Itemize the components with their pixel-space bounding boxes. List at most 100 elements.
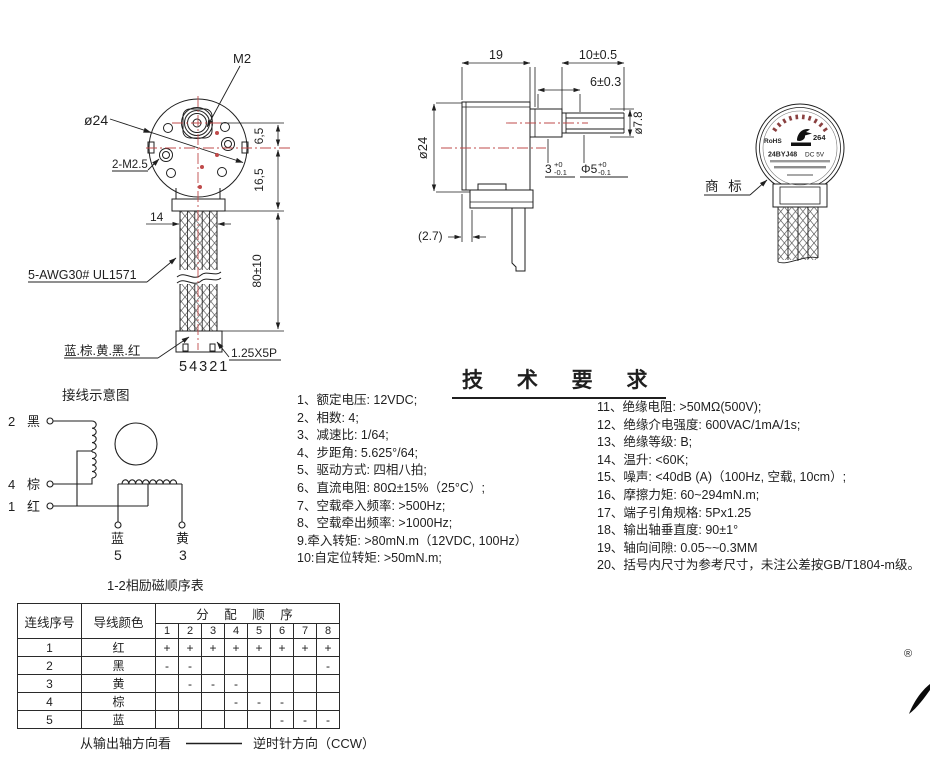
tech-item: 7、空载牵入频率: >500Hz; xyxy=(297,498,446,513)
cell xyxy=(270,656,294,675)
cell-wire-color: 棕 xyxy=(81,692,156,711)
cell: - xyxy=(270,710,294,729)
cell xyxy=(270,674,294,693)
dim-2m25: 2-M2.5 xyxy=(112,159,148,171)
cell: + xyxy=(316,638,340,657)
tech-item: 6、直流电阻: 80Ω±15%（25°C）; xyxy=(297,480,485,495)
tech-item: 8、空载牵出频率: >1000Hz; xyxy=(297,516,453,531)
cell xyxy=(293,692,317,711)
step-header: 6 xyxy=(270,623,294,639)
cell-wire-color: 红 xyxy=(81,638,156,657)
cell: + xyxy=(270,638,294,657)
step-header: 8 xyxy=(316,623,340,639)
tech-requirements-title: 技 术 要 求 xyxy=(452,364,666,399)
cell xyxy=(155,692,179,711)
cell: - xyxy=(224,674,248,693)
cell xyxy=(178,710,202,729)
cell xyxy=(247,656,271,675)
cell: - xyxy=(201,674,225,693)
tech-requirements-left: 1、额定电压: 12VDC; 2、相数: 4; 3、减速比: 1/64; 4、步… xyxy=(297,392,527,568)
dim-3-tol-dn: -0.1 xyxy=(554,168,567,177)
cell: - xyxy=(247,692,271,711)
terminal-5-color: 蓝 xyxy=(111,531,124,546)
tech-item: 14、温升: <60K; xyxy=(597,452,689,467)
cell-wire-no: 2 xyxy=(17,656,82,675)
cell xyxy=(224,710,248,729)
cell xyxy=(201,692,225,711)
cell xyxy=(316,674,340,693)
cell xyxy=(201,656,225,675)
terminal-3-color: 黄 xyxy=(176,531,189,546)
dim-m2: M2 xyxy=(233,51,251,66)
dim-d5-tol-up: +0 xyxy=(598,160,607,169)
trademark-label: 商 标 xyxy=(705,179,745,194)
cell: + xyxy=(178,638,202,657)
cell-wire-no: 1 xyxy=(17,638,82,657)
terminal-2-color: 黑 xyxy=(27,414,40,429)
table-row: 4 棕 - - - xyxy=(17,692,340,711)
terminal-4-num: 4 xyxy=(8,477,15,492)
dim-2-7: (2.7) xyxy=(418,229,443,243)
cell: + xyxy=(155,638,179,657)
step-header: 4 xyxy=(224,623,248,639)
step-header: 3 xyxy=(201,623,225,639)
tech-item: 1、额定电压: 12VDC; xyxy=(297,393,418,407)
registered-mark: ® xyxy=(904,648,912,660)
connector-label: 1.25X5P xyxy=(231,346,277,360)
dim-d24: ø24 xyxy=(84,112,108,128)
step-header: 1 xyxy=(155,623,179,639)
tech-item: 13、绝缘等级: B; xyxy=(597,435,693,450)
sticker-code: 264 xyxy=(813,133,826,142)
pin-numbers: 54321 xyxy=(179,359,229,375)
cell-wire-color: 黄 xyxy=(81,674,156,693)
dim-10: 10±0.5 xyxy=(579,48,617,62)
rohs-mark: RoHS xyxy=(764,138,782,145)
tech-item: 4、步距角: 5.625°/64; xyxy=(297,445,419,460)
excitation-sequence-table: 连线序号 导线颜色 分 配 顺 序 1 2 3 4 5 6 7 8 1 红 + … xyxy=(17,603,340,729)
cell: - xyxy=(155,656,179,675)
dim-3-base: 3 xyxy=(545,162,552,176)
cell-wire-color: 蓝 xyxy=(81,710,156,729)
tech-item: 17、端子引角规格: 5Px1.25 xyxy=(597,505,752,520)
label-sticker: 264 RoHS 24BYJ48 DC 5V xyxy=(762,110,838,186)
front-view: M2 ø24 2-M2.5 6,5 16,5 14 80±10 5-AWG30#… xyxy=(28,51,292,375)
cell xyxy=(178,692,202,711)
terminal-5-num: 5 xyxy=(114,547,122,563)
footer-note: 从输出轴方向看 逆时针方向（CCW） xyxy=(80,736,375,751)
tech-item: 18、输出轴垂直度: 90±1° xyxy=(597,523,739,538)
tech-item: 12、绝缘介电强度: 600VAC/1mA/1s; xyxy=(597,417,801,432)
cell: - xyxy=(178,656,202,675)
table-row: 1 红 + + + + + + + + xyxy=(17,638,340,657)
logo-swoosh xyxy=(909,684,930,714)
side-view: 19 10±0.5 6±0.3 ø24 ø7.8 3 +0 -0.1 Φ5 +0… xyxy=(415,48,645,272)
cell: - xyxy=(316,710,340,729)
sticker-model: 24BYJ48 xyxy=(768,152,797,159)
tech-requirements-right: 11、绝缘电阻: >50MΩ(500V); 12、绝缘介电强度: 600VAC/… xyxy=(597,399,920,575)
tech-item: 5、驱动方式: 四相八拍; xyxy=(297,463,427,478)
cell xyxy=(293,674,317,693)
dim-6: 6±0.3 xyxy=(590,75,621,89)
dim-d78: ø7.8 xyxy=(633,111,645,134)
dim-80-10: 80±10 xyxy=(250,254,264,288)
dim-14: 14 xyxy=(150,210,164,224)
wiring-diagram: 接线示意图 2 黑 4 棕 1 红 蓝 5 黄 3 1-2相励磁顺序表 xyxy=(8,387,204,593)
terminal-3-num: 3 xyxy=(179,547,187,563)
step-header: 2 xyxy=(178,623,202,639)
terminal-1-color: 红 xyxy=(27,499,40,514)
tech-item: 11、绝缘电阻: >50MΩ(500V); xyxy=(597,400,762,414)
cell-wire-no: 4 xyxy=(17,692,82,711)
dim-3-tol-up: +0 xyxy=(554,160,563,169)
tech-item: 10:自定位转矩: >50mN.m; xyxy=(297,551,442,566)
cell xyxy=(224,656,248,675)
tech-item: 3、减速比: 1/64; xyxy=(297,428,389,443)
dim-16-5: 16,5 xyxy=(252,168,266,192)
cell: - xyxy=(270,692,294,711)
table-row: 5 蓝 - - - xyxy=(17,710,340,729)
cell: + xyxy=(293,638,317,657)
cell: - xyxy=(224,692,248,711)
dim-d24-side: ø24 xyxy=(415,137,430,159)
table-row: 3 黄 - - - xyxy=(17,674,340,693)
table-header-sequence: 分 配 顺 序 xyxy=(155,603,340,624)
cell xyxy=(247,710,271,729)
